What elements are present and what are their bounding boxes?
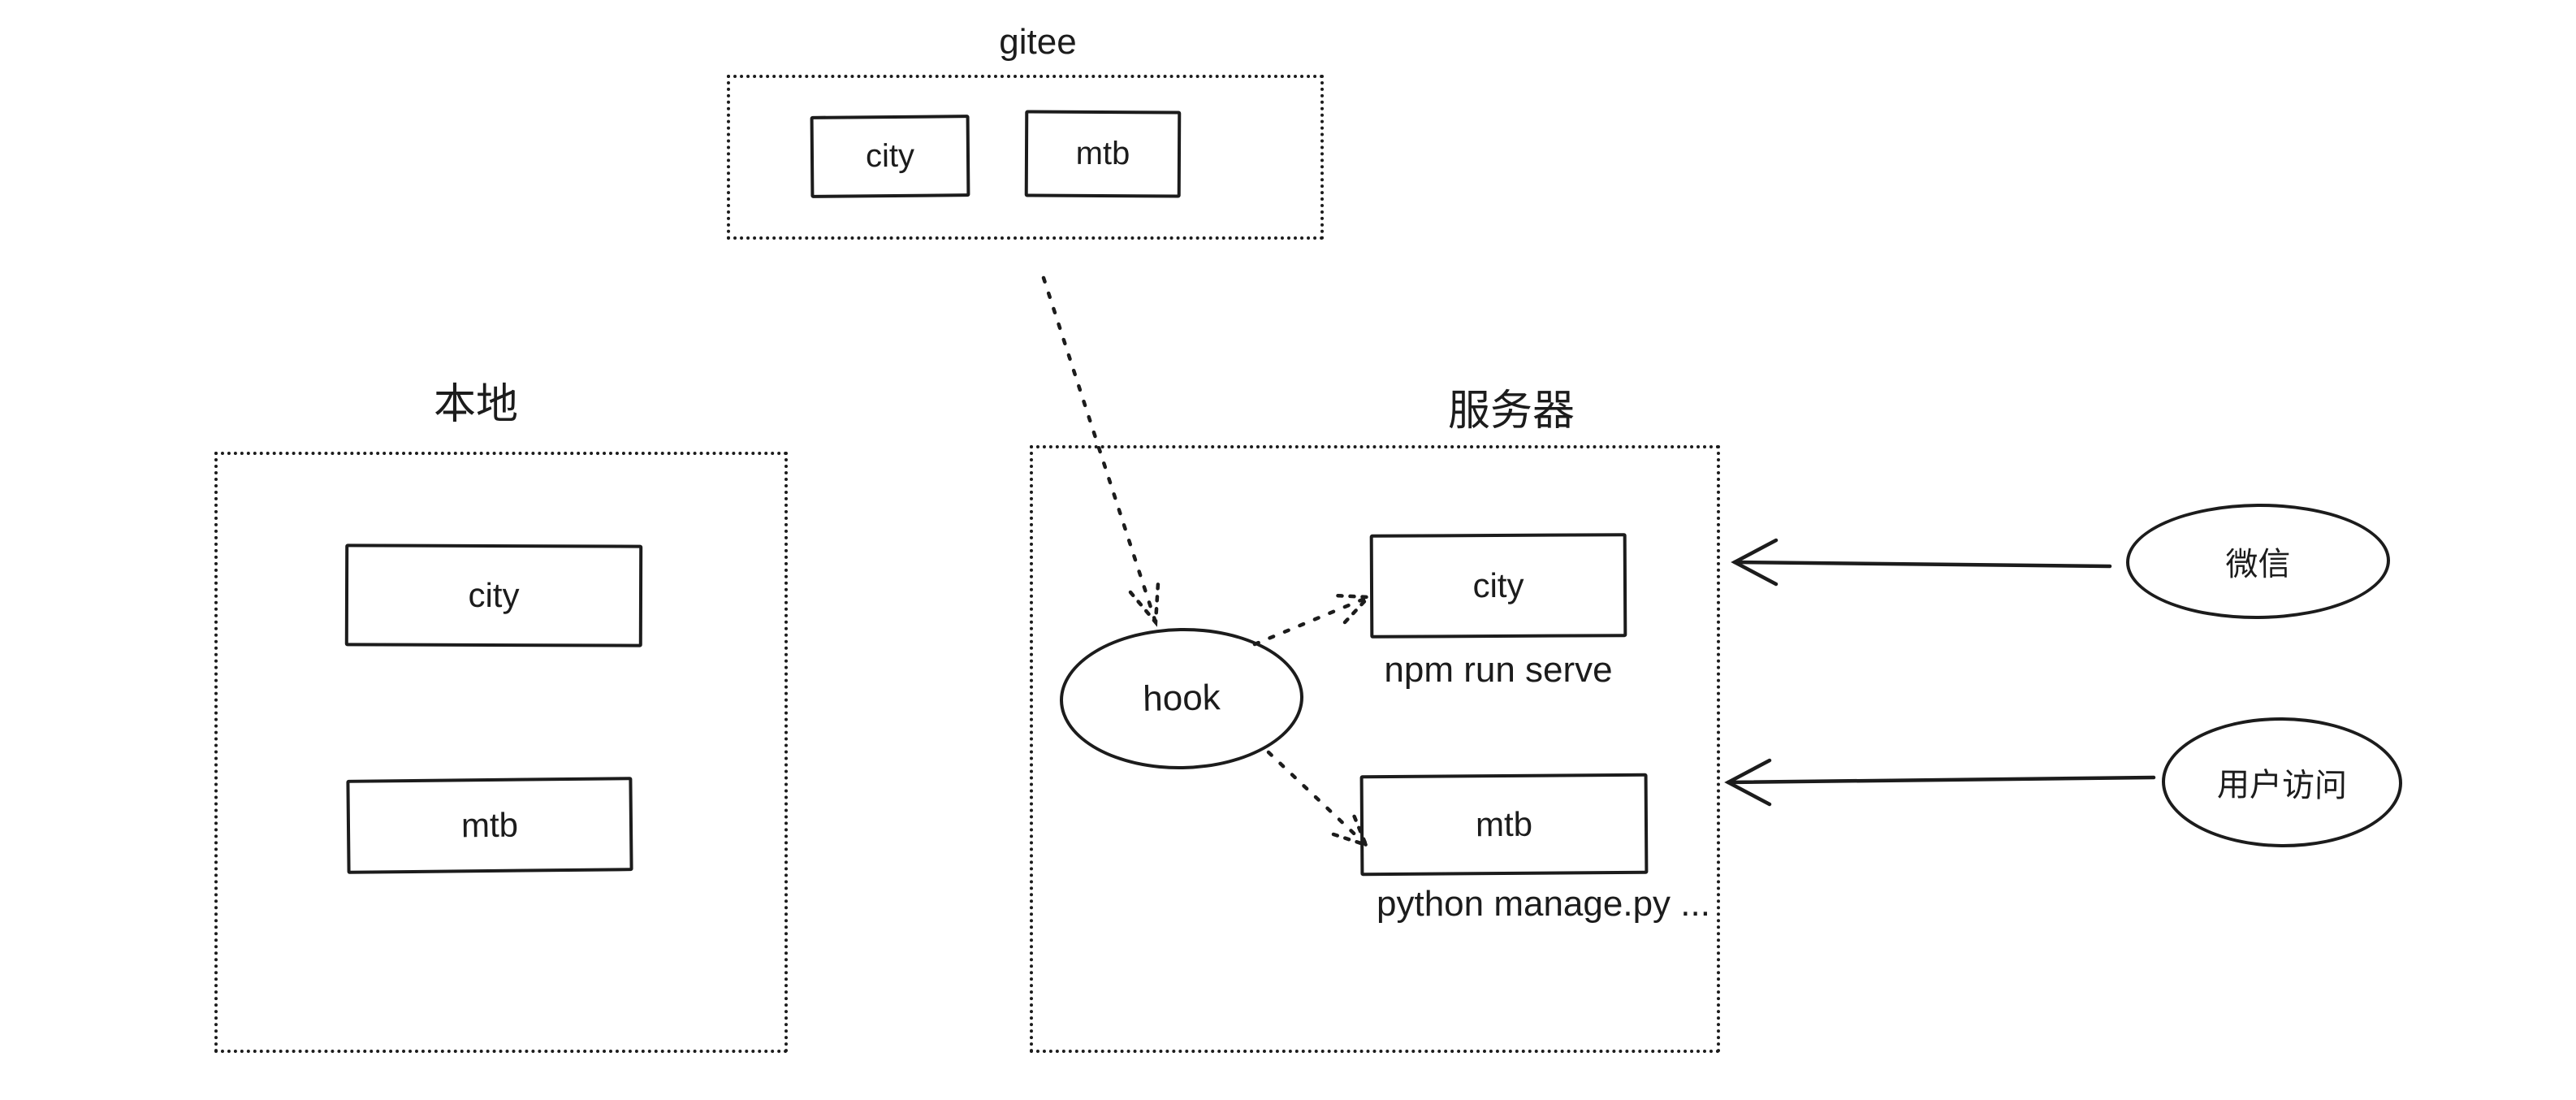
local-group-container bbox=[214, 452, 788, 1053]
server-city-box: city bbox=[1369, 533, 1627, 639]
server-mtb-label: mtb bbox=[1475, 804, 1533, 844]
gitee-group-container bbox=[727, 75, 1324, 240]
gitee-group-title: gitee bbox=[999, 22, 1077, 62]
local-mtb-label: mtb bbox=[460, 805, 519, 845]
gitee-mtb-label: mtb bbox=[1075, 135, 1130, 172]
hook-label: hook bbox=[1142, 678, 1221, 719]
server-city-command-caption: npm run serve bbox=[1384, 650, 1613, 690]
local-mtb-box: mtb bbox=[346, 777, 633, 874]
gitee-city-label: city bbox=[865, 137, 915, 175]
local-city-box: city bbox=[344, 544, 643, 647]
server-mtb-command-caption: python manage.py ... bbox=[1377, 884, 1710, 924]
arrow-user-to-server bbox=[1724, 758, 2156, 807]
actor-wechat-label: 微信 bbox=[2225, 546, 2291, 583]
server-group-title: 服务器 bbox=[1447, 388, 1575, 435]
actor-user-label: 用户访问 bbox=[2216, 767, 2348, 804]
server-group-container bbox=[1030, 445, 1720, 1053]
gitee-city-box: city bbox=[810, 115, 970, 198]
gitee-mtb-box: mtb bbox=[1024, 110, 1182, 198]
actor-user-ellipse: 用户访问 bbox=[2161, 716, 2403, 849]
server-mtb-box: mtb bbox=[1359, 773, 1649, 877]
local-group-title: 本地 bbox=[433, 381, 518, 428]
local-city-label: city bbox=[468, 575, 520, 615]
actor-wechat-ellipse: 微信 bbox=[2125, 502, 2391, 621]
server-city-label: city bbox=[1472, 565, 1524, 605]
arrow-wechat-to-server bbox=[1731, 538, 2112, 587]
